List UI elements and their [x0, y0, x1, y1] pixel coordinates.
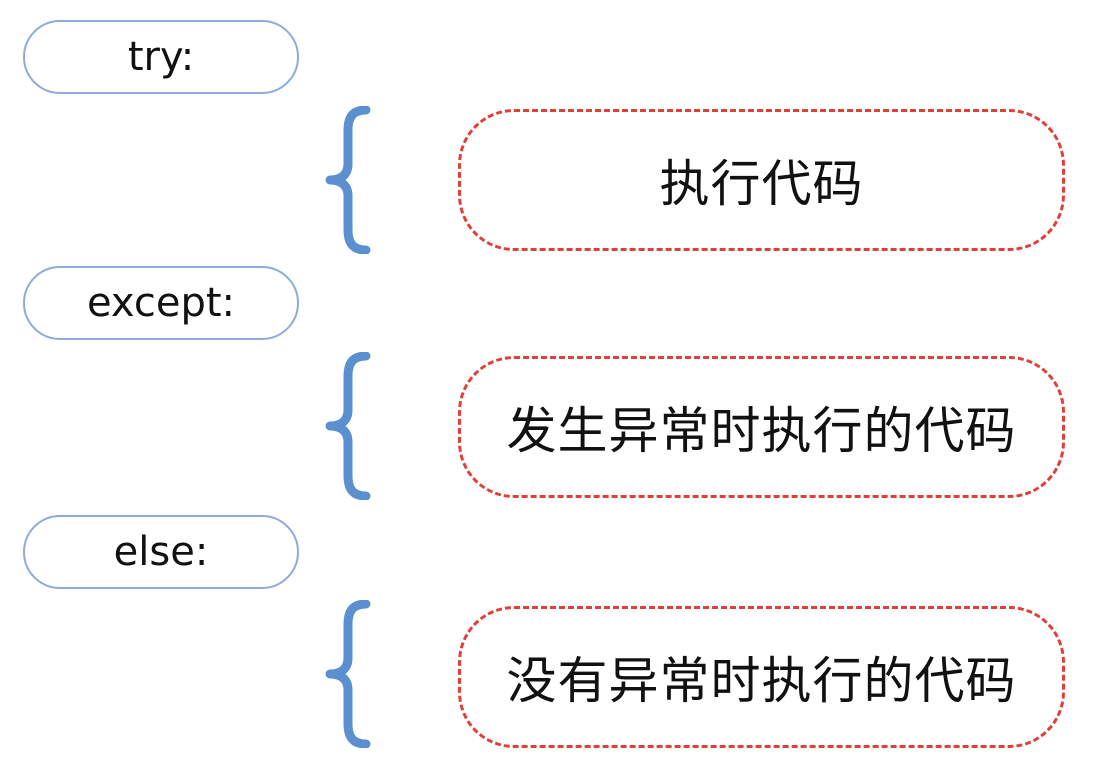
- except-code-block-label: 发生异常时执行的代码: [506, 402, 1017, 460]
- except-code-block: 发生异常时执行的代码: [458, 356, 1065, 498]
- else-code-block-label: 没有异常时执行的代码: [506, 652, 1017, 710]
- except-keyword-label: except:: [86, 280, 236, 326]
- else-keyword-label: else:: [113, 529, 209, 575]
- try-keyword-pill: try:: [23, 20, 299, 94]
- except-keyword-pill: except:: [23, 266, 299, 340]
- try-code-block: 执行代码: [458, 109, 1065, 251]
- else-code-block: 没有异常时执行的代码: [458, 606, 1065, 748]
- curly-brace-icon: [325, 106, 371, 254]
- curly-brace-icon: [325, 600, 371, 748]
- curly-brace-icon: [325, 352, 371, 500]
- else-keyword-pill: else:: [23, 515, 299, 589]
- try-code-block-label: 执行代码: [659, 155, 864, 213]
- try-keyword-label: try:: [127, 34, 195, 80]
